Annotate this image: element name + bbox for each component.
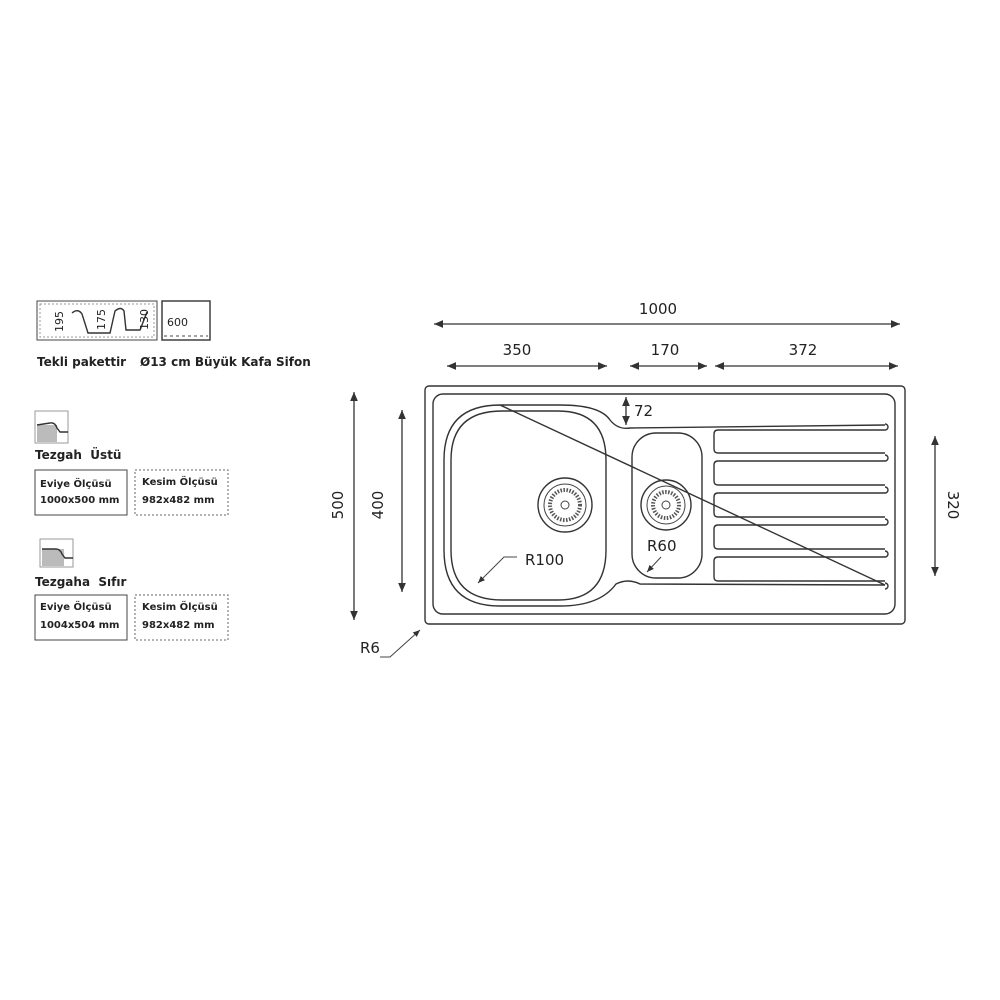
bowl-radius-leader (477, 556, 517, 584)
drainer-rib-end (884, 486, 889, 494)
siphon-label: Ø13 cm Büyük Kafa Sifon (140, 355, 311, 369)
dim-drainer-depth: 320 (944, 491, 962, 520)
dim-total-depth: 500 (329, 491, 347, 520)
dim-total-width: 1000 (639, 300, 677, 318)
flush-cut-size-label: Kesim Ölçüsü (142, 599, 218, 613)
dim-top-margin: 72 (634, 402, 653, 420)
main-drain-icon (537, 477, 593, 533)
flush-sink-size-value: 1004x504 mm (40, 620, 119, 631)
top-sink-size-label: Eviye Ölçüsü (40, 476, 112, 490)
top-sink-size-box (34, 469, 128, 516)
small-bowl-radius: R60 (647, 537, 677, 555)
drainer-ribs (713, 423, 889, 590)
main-bowl (443, 404, 886, 607)
flush-cut-size-box (134, 594, 229, 641)
top-cut-size-box (134, 469, 229, 516)
drainer-rib (713, 524, 885, 550)
flush-mount-title: Tezgaha Sıfır (35, 575, 126, 589)
top-cut-size-label: Kesim Ölçüsü (142, 474, 218, 488)
drainer-rib-end (884, 423, 889, 431)
small-bowl-radius-leader (646, 556, 662, 573)
flush-cut-size-value: 982x482 mm (142, 620, 215, 631)
profile-dim-175: 175 (95, 309, 108, 330)
flush-sink-size-box (34, 594, 128, 641)
flush-sink-size-label: Eviye Ölçüsü (40, 599, 112, 613)
drainer-rib (713, 492, 885, 518)
top-mount-title: Tezgah Üstü (35, 447, 121, 462)
dim-bowl-width: 350 (503, 341, 532, 359)
small-bowl (631, 432, 703, 579)
top-cut-size-value: 982x482 mm (142, 495, 215, 506)
small-drain-icon (640, 479, 692, 531)
top-sink-size-value: 1000x500 mm (40, 495, 119, 506)
package-label: Tekli pakettir (37, 355, 126, 369)
profile-dim-195: 195 (53, 311, 66, 332)
sink-inner-rim (432, 393, 896, 615)
drainer-rib-end (884, 518, 889, 526)
sink-outer-edge (424, 385, 906, 625)
dim-bowl-depth: 400 (369, 491, 387, 520)
drainer-rib-end (884, 454, 889, 462)
cabinet-icon: 600 (161, 300, 211, 341)
bowl-radius: R100 (525, 551, 564, 569)
dim-drainer-width: 372 (789, 341, 818, 359)
cabinet-width: 600 (167, 316, 188, 329)
corner-radius: R6 (360, 639, 380, 657)
dim-small-bowl-width: 170 (651, 341, 680, 359)
flush-mount-icon (39, 538, 74, 568)
profile-icon: 195 175 130 (36, 300, 158, 341)
drainer-rib (713, 556, 885, 582)
drainer-rib-end (884, 550, 889, 558)
drainer-rib (713, 429, 885, 454)
corner-radius-leader (380, 629, 421, 658)
profile-dim-130: 130 (138, 309, 151, 330)
top-mount-icon (34, 410, 69, 444)
drainer-rib-end (884, 582, 889, 590)
drainer-rib (713, 460, 885, 486)
